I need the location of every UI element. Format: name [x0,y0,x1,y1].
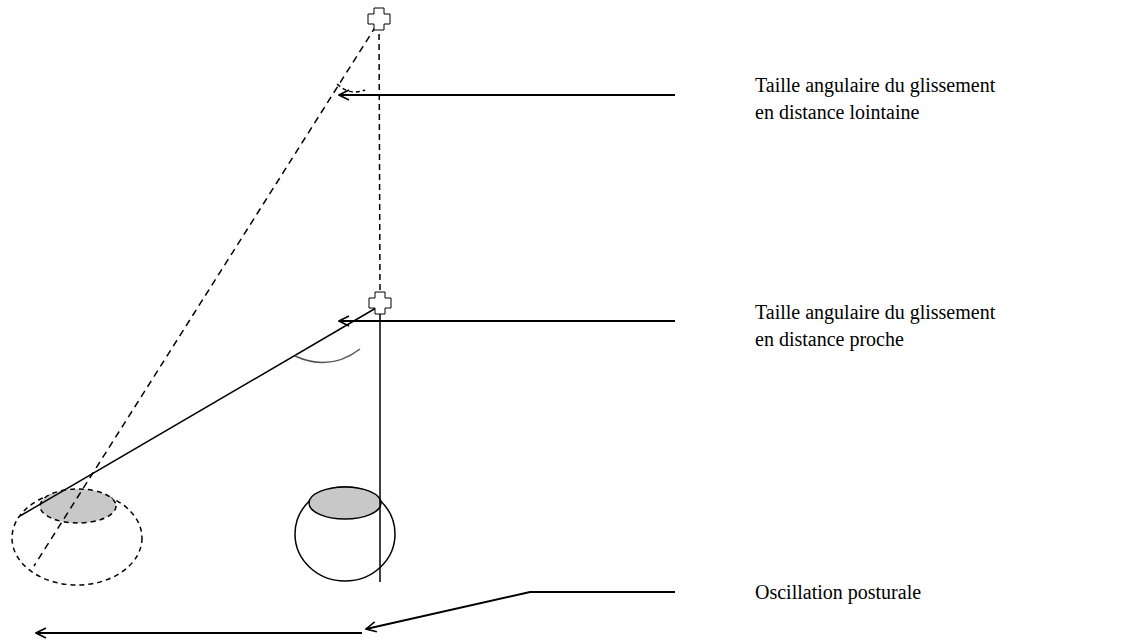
sway-label: Oscillation posturale [755,579,1055,606]
sight-line-near [379,310,381,582]
pupil [309,487,381,519]
leader-line [366,592,675,629]
sight-line-near-displaced [20,308,376,516]
sway-arrow [36,632,362,634]
sight-line-far [379,24,380,294]
leader-line [339,320,675,322]
target-far [368,8,390,30]
target-near [369,292,391,314]
pupil-displaced [40,489,116,523]
angle-arc-far [337,84,365,92]
angle-label: Taille angulaire du glissement en distan… [755,299,1017,353]
sight-line-far-displaced [34,26,376,566]
leader-line [339,94,675,96]
angle-arc-near [295,349,360,363]
angle-label: Taille angulaire du glissement en distan… [755,72,1017,126]
